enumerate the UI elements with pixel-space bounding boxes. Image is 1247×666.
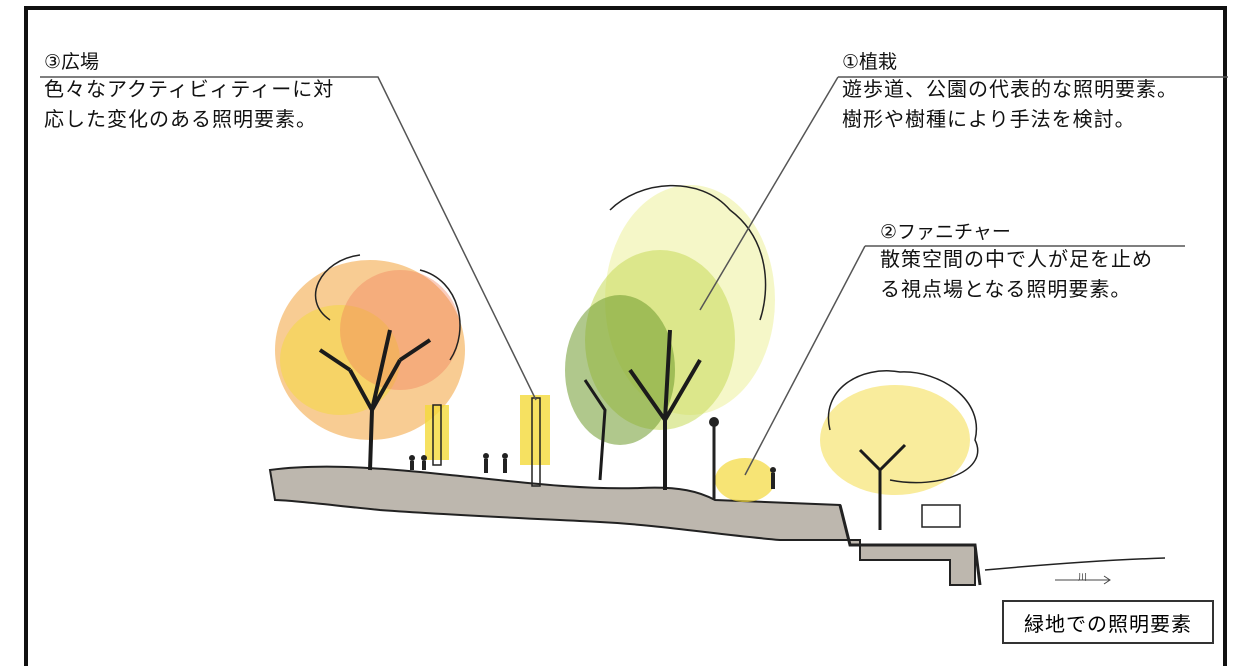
callout-furniture-line-2: る視点場となる照明要素。 [880, 277, 1132, 301]
green-tree [565, 184, 775, 490]
callout-planting: ①植栽 遊歩道、公園の代表的な照明要素。 樹形や樹種により手法を検討。 [842, 50, 1178, 134]
callout-furniture-line-1: 散策空間の中で人が足を止め [880, 247, 1153, 271]
river-arrow [1055, 575, 1111, 585]
callout-plaza-line-1: 色々なアクティビィティーに対 [44, 77, 335, 101]
ground-section [268, 465, 976, 586]
furniture-lights [709, 417, 775, 502]
callout-furniture-title: ②ファニチャー [880, 221, 1011, 243]
river-line [984, 557, 1166, 571]
callout-planting-line-2: 樹形や樹種により手法を検討。 [842, 107, 1136, 131]
illustration-frame [24, 6, 1227, 666]
river-label: 川 [1078, 573, 1088, 583]
callout-plaza-title: ③広場 [44, 51, 100, 73]
callout-plaza-line-2: 応した変化のある照明要素。 [44, 107, 317, 131]
plaza-light-poles [425, 395, 550, 487]
orange-tree [275, 254, 465, 471]
callout-planting-title: ①植栽 [842, 51, 898, 73]
callout-planting-line-1: 遊歩道、公園の代表的な照明要素。 [842, 77, 1178, 101]
callout-furniture: ②ファニチャー 散策空間の中で人が足を止め る視点場となる照明要素。 [880, 220, 1153, 304]
right-tree [820, 370, 979, 530]
embankment-line [838, 504, 982, 586]
figure-caption: 緑地での照明要素 [1002, 600, 1214, 644]
people-figures [409, 453, 776, 489]
leader-lines [40, 76, 1228, 476]
callout-plaza: ③広場 色々なアクティビィティーに対 応した変化のある照明要素。 [44, 50, 334, 134]
